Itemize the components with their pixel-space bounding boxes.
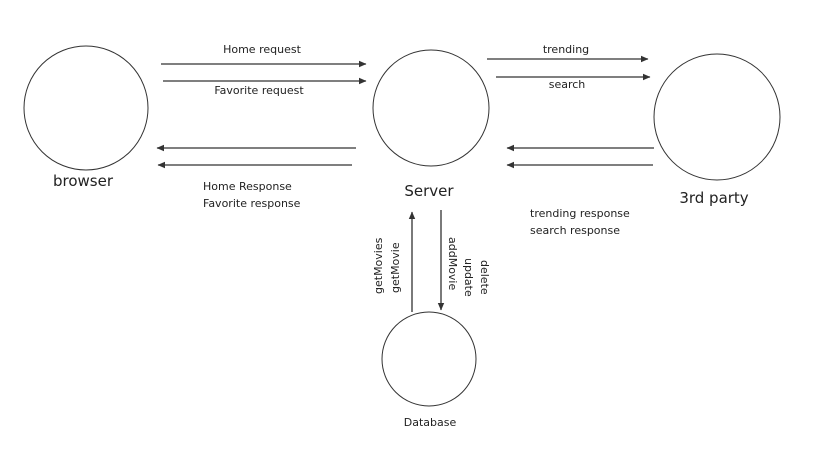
add-movie-label: addMovie (446, 237, 459, 290)
delete-label: delete (478, 260, 491, 295)
get-movie-label: getMovie (389, 242, 402, 293)
update-label: update (462, 258, 475, 297)
home-request-label: Home request (223, 43, 301, 56)
home-response-label: Home Response (203, 180, 292, 193)
search-response-label: search response (530, 224, 620, 237)
favorite-request-label: Favorite request (214, 84, 304, 97)
trending-label: trending (543, 43, 589, 56)
third-party-node (653, 53, 781, 181)
database-label: Database (404, 416, 457, 429)
database-node (381, 311, 477, 407)
server-label: Server (404, 182, 454, 200)
favorite-response-label: Favorite response (203, 197, 301, 210)
browser-node (23, 45, 149, 171)
trending-response-label: trending response (530, 207, 630, 220)
third-party-label: 3rd party (679, 189, 748, 207)
browser-label: browser (53, 172, 114, 190)
server-node (372, 49, 490, 167)
search-label: search (549, 78, 586, 91)
get-movies-label: getMovies (372, 237, 385, 294)
